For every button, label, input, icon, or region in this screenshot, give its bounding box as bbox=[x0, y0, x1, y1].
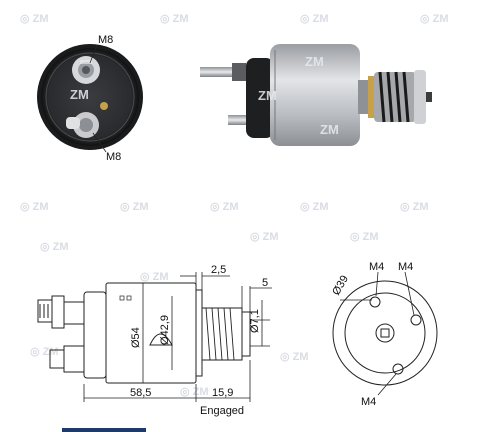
label-bolt-circle: Ø39 bbox=[330, 273, 351, 297]
label-front-top-thread: M8 bbox=[98, 34, 113, 46]
svg-text:◎ ZM: ◎ ZM bbox=[30, 346, 59, 358]
label-body-length: 58,5 bbox=[130, 387, 151, 399]
svg-text:◎ ZM: ◎ ZM bbox=[20, 201, 49, 213]
svg-text:◎ ZM: ◎ ZM bbox=[250, 231, 279, 243]
svg-text:◎ ZM: ◎ ZM bbox=[400, 201, 429, 213]
label-end-thread-top-left: M4 bbox=[369, 261, 384, 273]
svg-text:◎ ZM: ◎ ZM bbox=[40, 241, 69, 253]
svg-text:ZM: ZM bbox=[320, 122, 339, 137]
svg-text:◎ ZM: ◎ ZM bbox=[120, 201, 149, 213]
label-plunger-diameter: Ø7,1 bbox=[249, 309, 261, 333]
svg-text:◎ ZM: ◎ ZM bbox=[210, 201, 239, 213]
footer-bar bbox=[62, 428, 146, 432]
svg-text:◎ ZM: ◎ ZM bbox=[420, 13, 449, 25]
svg-text:◎ ZM: ◎ ZM bbox=[300, 201, 329, 213]
leader-front-bottom bbox=[92, 132, 107, 153]
label-plunger-length: 15,9 bbox=[212, 387, 233, 399]
front-view-photo: ZM bbox=[37, 44, 143, 150]
leader-front-top bbox=[89, 44, 98, 64]
svg-text:ZM: ZM bbox=[258, 88, 277, 103]
svg-text:ZM: ZM bbox=[70, 87, 89, 102]
label-body-diameter: Ø54 bbox=[130, 327, 142, 348]
watermark-pattern: ◎ ZM ◎ ZM ◎ ZM ◎ ZM ◎ ZM ◎ ZM ◎ ZM ◎ ZM … bbox=[20, 13, 449, 398]
svg-text:◎ ZM: ◎ ZM bbox=[160, 13, 189, 25]
label-end-thread-bottom: M4 bbox=[361, 396, 376, 408]
side-technical-drawing bbox=[37, 272, 272, 402]
svg-text:◎ ZM: ◎ ZM bbox=[20, 13, 49, 25]
svg-text:◎ ZM: ◎ ZM bbox=[180, 386, 209, 398]
side-view-photo: ZM ZM ZM bbox=[200, 44, 432, 146]
svg-text:◎ ZM: ◎ ZM bbox=[140, 271, 169, 283]
label-engaged: Engaged bbox=[200, 405, 244, 417]
label-front-bottom-thread: M8 bbox=[106, 151, 121, 163]
end-view-drawing bbox=[332, 271, 438, 396]
label-end-thread-top-right: M4 bbox=[398, 261, 413, 273]
svg-text:ZM: ZM bbox=[305, 54, 324, 69]
label-inner-diameter: Ø42,9 bbox=[159, 315, 171, 345]
svg-text:◎ ZM: ◎ ZM bbox=[350, 231, 379, 243]
svg-text:◎ ZM: ◎ ZM bbox=[280, 351, 309, 363]
label-top-right: 5 bbox=[262, 277, 268, 289]
svg-text:◎ ZM: ◎ ZM bbox=[300, 13, 329, 25]
label-top-offset: 2,5 bbox=[211, 264, 226, 276]
